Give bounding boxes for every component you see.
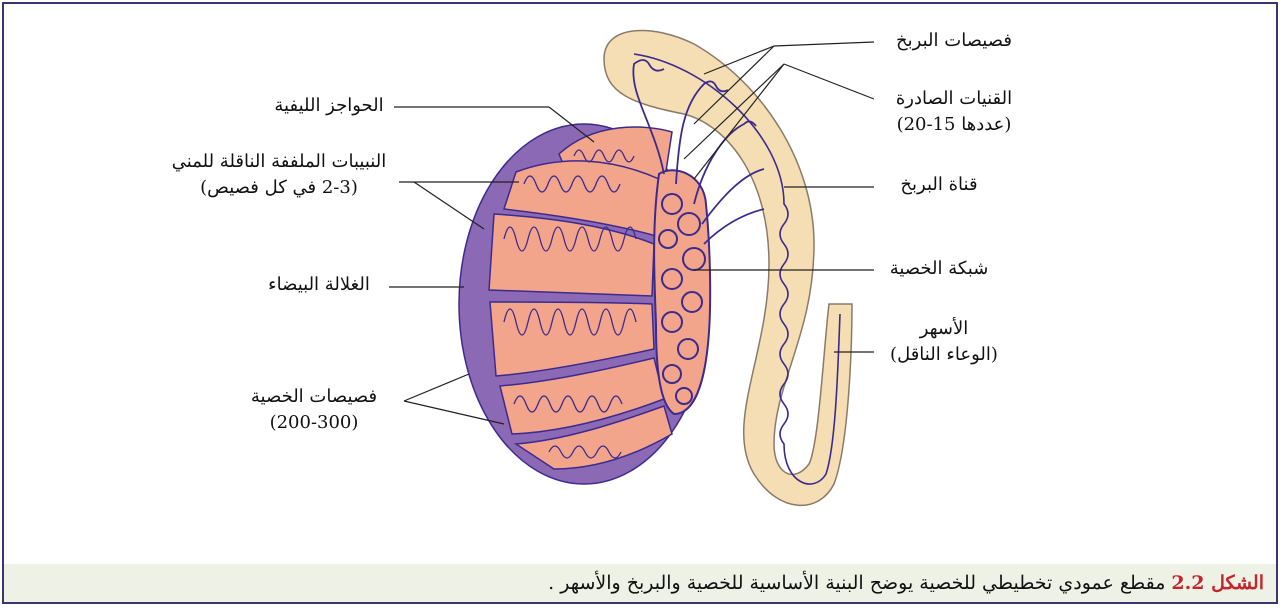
label-seminiferous-line2: (2-3 في كل فصيص) — [154, 175, 404, 201]
label-efferent-ductules: القنيات الصادرة (عددها 15-20) — [879, 86, 1029, 138]
rete-testis — [654, 170, 710, 414]
label-epididymal-duct: قناة البربخ — [879, 172, 999, 198]
label-efferent-line2: (عددها 15-20) — [879, 112, 1029, 138]
label-vas-line2: (الوعاء الناقل) — [874, 342, 1014, 368]
caption-text: مقطع عمودي تخطيطي للخصية يوضح البنية الأ… — [548, 572, 1165, 594]
label-efferent-line1: القنيات الصادرة — [879, 86, 1029, 112]
figure-caption: الشكل 2.2 مقطع عمودي تخطيطي للخصية يوضح … — [4, 564, 1276, 602]
label-lobules-line1: فصيصات الخصية — [229, 384, 399, 410]
label-lobules-line2: (200-300) — [229, 410, 399, 436]
label-seminiferous-tubules: النبيبات الملففة الناقلة للمني (2-3 في ك… — [154, 149, 404, 201]
label-epididymis-lobules: فصيصات البربخ — [879, 28, 1029, 54]
label-vas-deferens: الأسهر (الوعاء الناقل) — [874, 316, 1014, 368]
label-tunica-albuginea: الغلالة البيضاء — [244, 272, 394, 298]
testis-diagram — [4, 4, 1280, 606]
label-seminiferous-line1: النبيبات الملففة الناقلة للمني — [154, 149, 404, 175]
label-septa: الحواجز الليفية — [254, 93, 404, 119]
label-rete-testis: شبكة الخصية — [879, 256, 999, 282]
figure-number: الشكل 2.2 — [1171, 572, 1264, 594]
label-testis-lobules: فصيصات الخصية (200-300) — [229, 384, 399, 436]
label-vas-line1: الأسهر — [874, 316, 1014, 342]
